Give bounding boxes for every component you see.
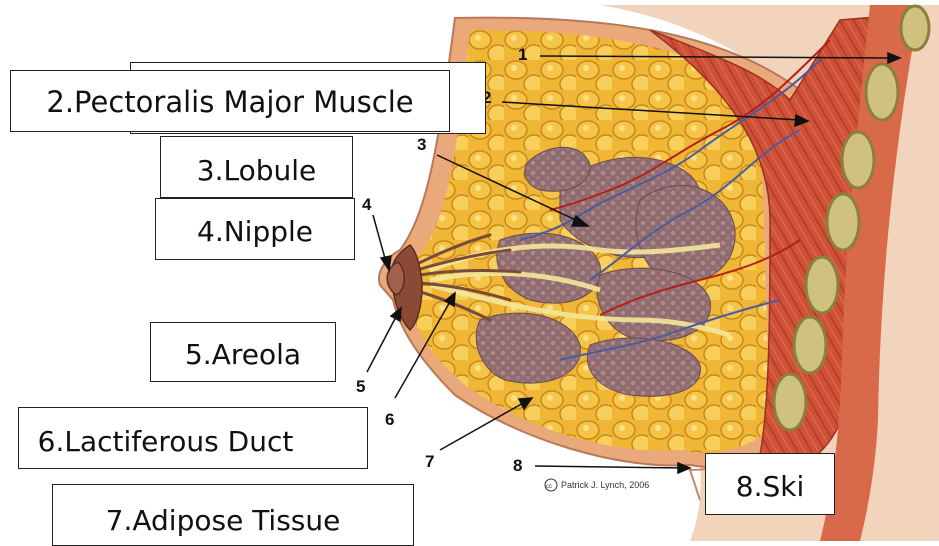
label-lactiferous-duct: 6.Lactiferous Duct [18,407,368,469]
label-text: 4.Nipple [156,215,354,248]
number-3: 3 [417,135,426,154]
number-6: 6 [385,410,394,429]
rib [901,6,929,50]
label-text: 3.Lobule [161,154,352,187]
label-areola: 5.Areola [150,322,336,382]
rib [774,374,806,430]
number-5: 5 [356,377,365,396]
number-7: 7 [425,452,434,471]
number-4: 4 [362,195,372,214]
cc-symbol: cc [546,484,552,490]
rib [827,194,859,250]
arrow-5 [367,315,397,372]
label-adipose-tissue: 7.Adipose Tissue [52,484,414,546]
copyright-credit: cc Patrick J. Lynch, 2006 [545,479,649,491]
label-text: 6.Lactiferous Duct [19,425,367,458]
rib [806,257,838,313]
label-text: 5.Areola [151,338,335,371]
label-nipple: 4.Nipple [155,198,355,260]
label-text: 8.Ski [706,470,834,503]
label-skin: 8.Ski [705,453,835,515]
label-text: 2.Pectoralis Major Muscle [11,85,449,119]
number-1: 1 [518,45,527,64]
rib [866,64,898,120]
rib [842,132,874,188]
label-text: 7.Adipose Tissue [53,504,413,537]
number-8: 8 [513,456,522,475]
arrow-4 [373,215,386,262]
label-pectoralis-major-muscle: 2.Pectoralis Major Muscle [10,70,450,132]
label-lobule: 3.Lobule [160,136,353,198]
credit-text: Patrick J. Lynch, 2006 [561,480,649,490]
arrow-8 [535,466,683,468]
rib [794,317,826,373]
